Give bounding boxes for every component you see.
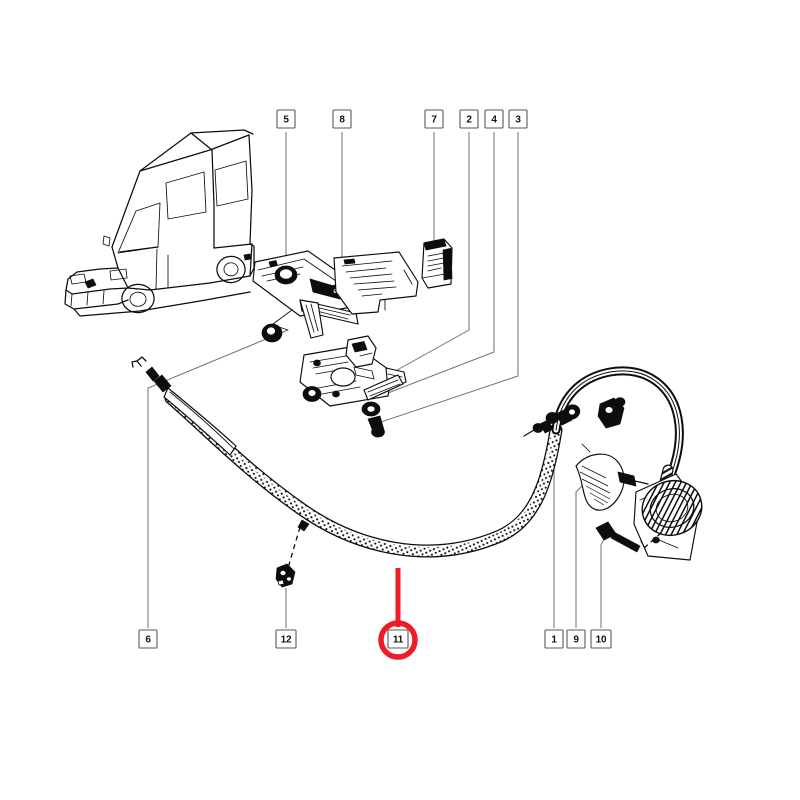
part-latch-body-assembly xyxy=(299,335,407,438)
callout-7[interactable]: 7 xyxy=(424,109,444,129)
callout-8[interactable]: 8 xyxy=(332,109,352,129)
callout-11[interactable]: 11 xyxy=(387,629,409,649)
part-handle-fixing-screw xyxy=(595,521,661,553)
part-latch-retaining-bolt xyxy=(367,415,385,438)
cable-eyelet-grommet xyxy=(261,309,293,343)
part-release-handle-assembly xyxy=(575,397,703,561)
callout-10-label: 10 xyxy=(596,635,607,646)
callout-3[interactable]: 3 xyxy=(508,109,528,129)
highlight-marker-11 xyxy=(378,568,418,660)
part-upper-reinforcement-plate xyxy=(333,251,419,315)
callout-4-label: 4 xyxy=(491,115,497,126)
callout-12[interactable]: 12 xyxy=(275,629,297,649)
part-striker-plate-bracket xyxy=(252,250,362,343)
callout-2-label: 2 xyxy=(466,115,472,126)
callout-10[interactable]: 10 xyxy=(590,629,612,649)
callout-7-label: 7 xyxy=(431,115,437,126)
part-safety-catch-clip xyxy=(421,238,453,289)
callout-11-label: 11 xyxy=(393,635,404,646)
callout-6-label: 6 xyxy=(145,635,151,646)
callout-3-label: 3 xyxy=(515,115,521,126)
callout-12-label: 12 xyxy=(281,635,292,646)
part-release-handle-lever xyxy=(575,443,649,511)
callout-labels: 5 8 7 2 4 3 xyxy=(138,109,612,649)
callout-5-label: 5 xyxy=(283,115,289,126)
callout-1-label: 1 xyxy=(551,635,557,646)
callout-2[interactable]: 2 xyxy=(459,109,479,129)
part-cable-routing-clip xyxy=(275,519,310,588)
callout-8-label: 8 xyxy=(339,115,345,126)
callout-9[interactable]: 9 xyxy=(566,629,586,649)
callout-4[interactable]: 4 xyxy=(484,109,504,129)
part-latch-washer xyxy=(361,401,381,417)
cable-anchor-clip xyxy=(597,397,626,429)
part-cable-end-fitting xyxy=(523,404,581,437)
callout-9-label: 9 xyxy=(573,635,579,646)
part-bonnet-release-cable xyxy=(131,356,684,558)
callout-6[interactable]: 6 xyxy=(138,629,158,649)
vehicle-illustration xyxy=(64,129,255,317)
callout-1[interactable]: 1 xyxy=(544,629,564,649)
callout-5[interactable]: 5 xyxy=(276,109,296,129)
